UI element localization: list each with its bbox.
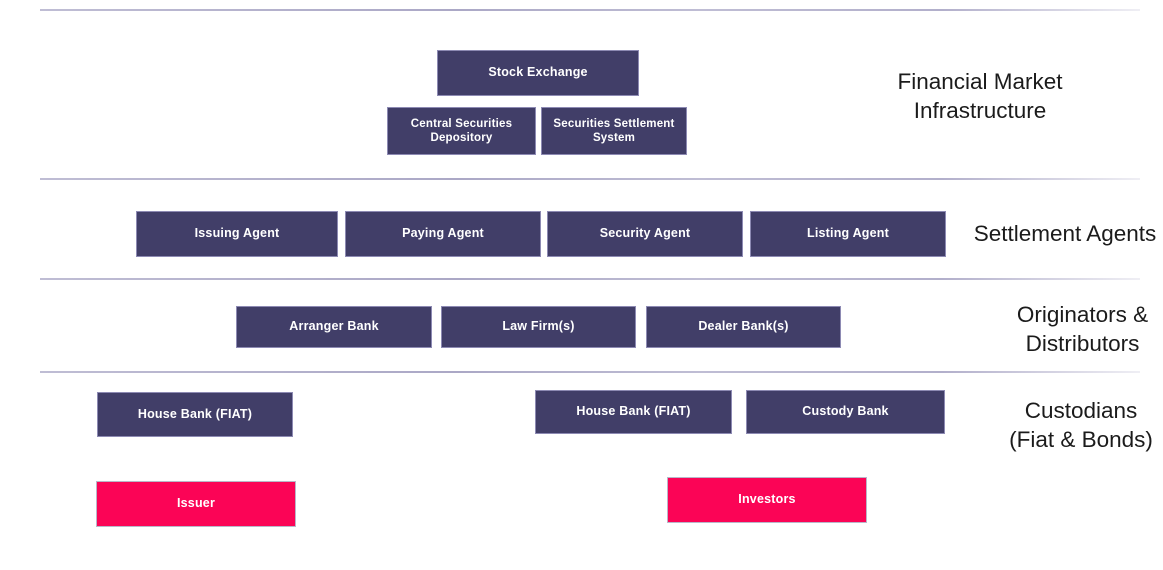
box-securities-settlement-system: Securities Settlement System bbox=[541, 107, 687, 155]
section-label-financial-market-infrastructure: Financial Market Infrastructure bbox=[897, 69, 1063, 123]
box-security-agent: Security Agent bbox=[547, 211, 743, 257]
box-issuer: Issuer bbox=[96, 481, 296, 527]
box-listing-agent: Listing Agent bbox=[750, 211, 946, 257]
box-stock-exchange: Stock Exchange bbox=[437, 50, 639, 96]
section-divider bbox=[40, 278, 1140, 280]
box-law-firms: Law Firm(s) bbox=[441, 306, 636, 348]
box-issuing-agent: Issuing Agent bbox=[136, 211, 338, 257]
box-house-bank-fiat-right: House Bank (FIAT) bbox=[535, 390, 732, 434]
section-label-settlement-agents: Settlement Agents bbox=[973, 221, 1157, 246]
section-divider bbox=[40, 178, 1140, 180]
section-divider bbox=[40, 371, 1140, 373]
box-house-bank-fiat-left: House Bank (FIAT) bbox=[97, 392, 293, 437]
box-central-securities-depository: Central Securities Depository bbox=[387, 107, 536, 155]
box-paying-agent: Paying Agent bbox=[345, 211, 541, 257]
box-custody-bank: Custody Bank bbox=[746, 390, 945, 434]
section-divider bbox=[40, 9, 1140, 11]
box-investors: Investors bbox=[667, 477, 867, 523]
section-label-originators-distributors: Originators & Distributors bbox=[1016, 302, 1149, 356]
box-arranger-bank: Arranger Bank bbox=[236, 306, 432, 348]
box-dealer-banks: Dealer Bank(s) bbox=[646, 306, 841, 348]
section-label-custodians: Custodians (Fiat & Bonds) bbox=[1009, 398, 1153, 452]
